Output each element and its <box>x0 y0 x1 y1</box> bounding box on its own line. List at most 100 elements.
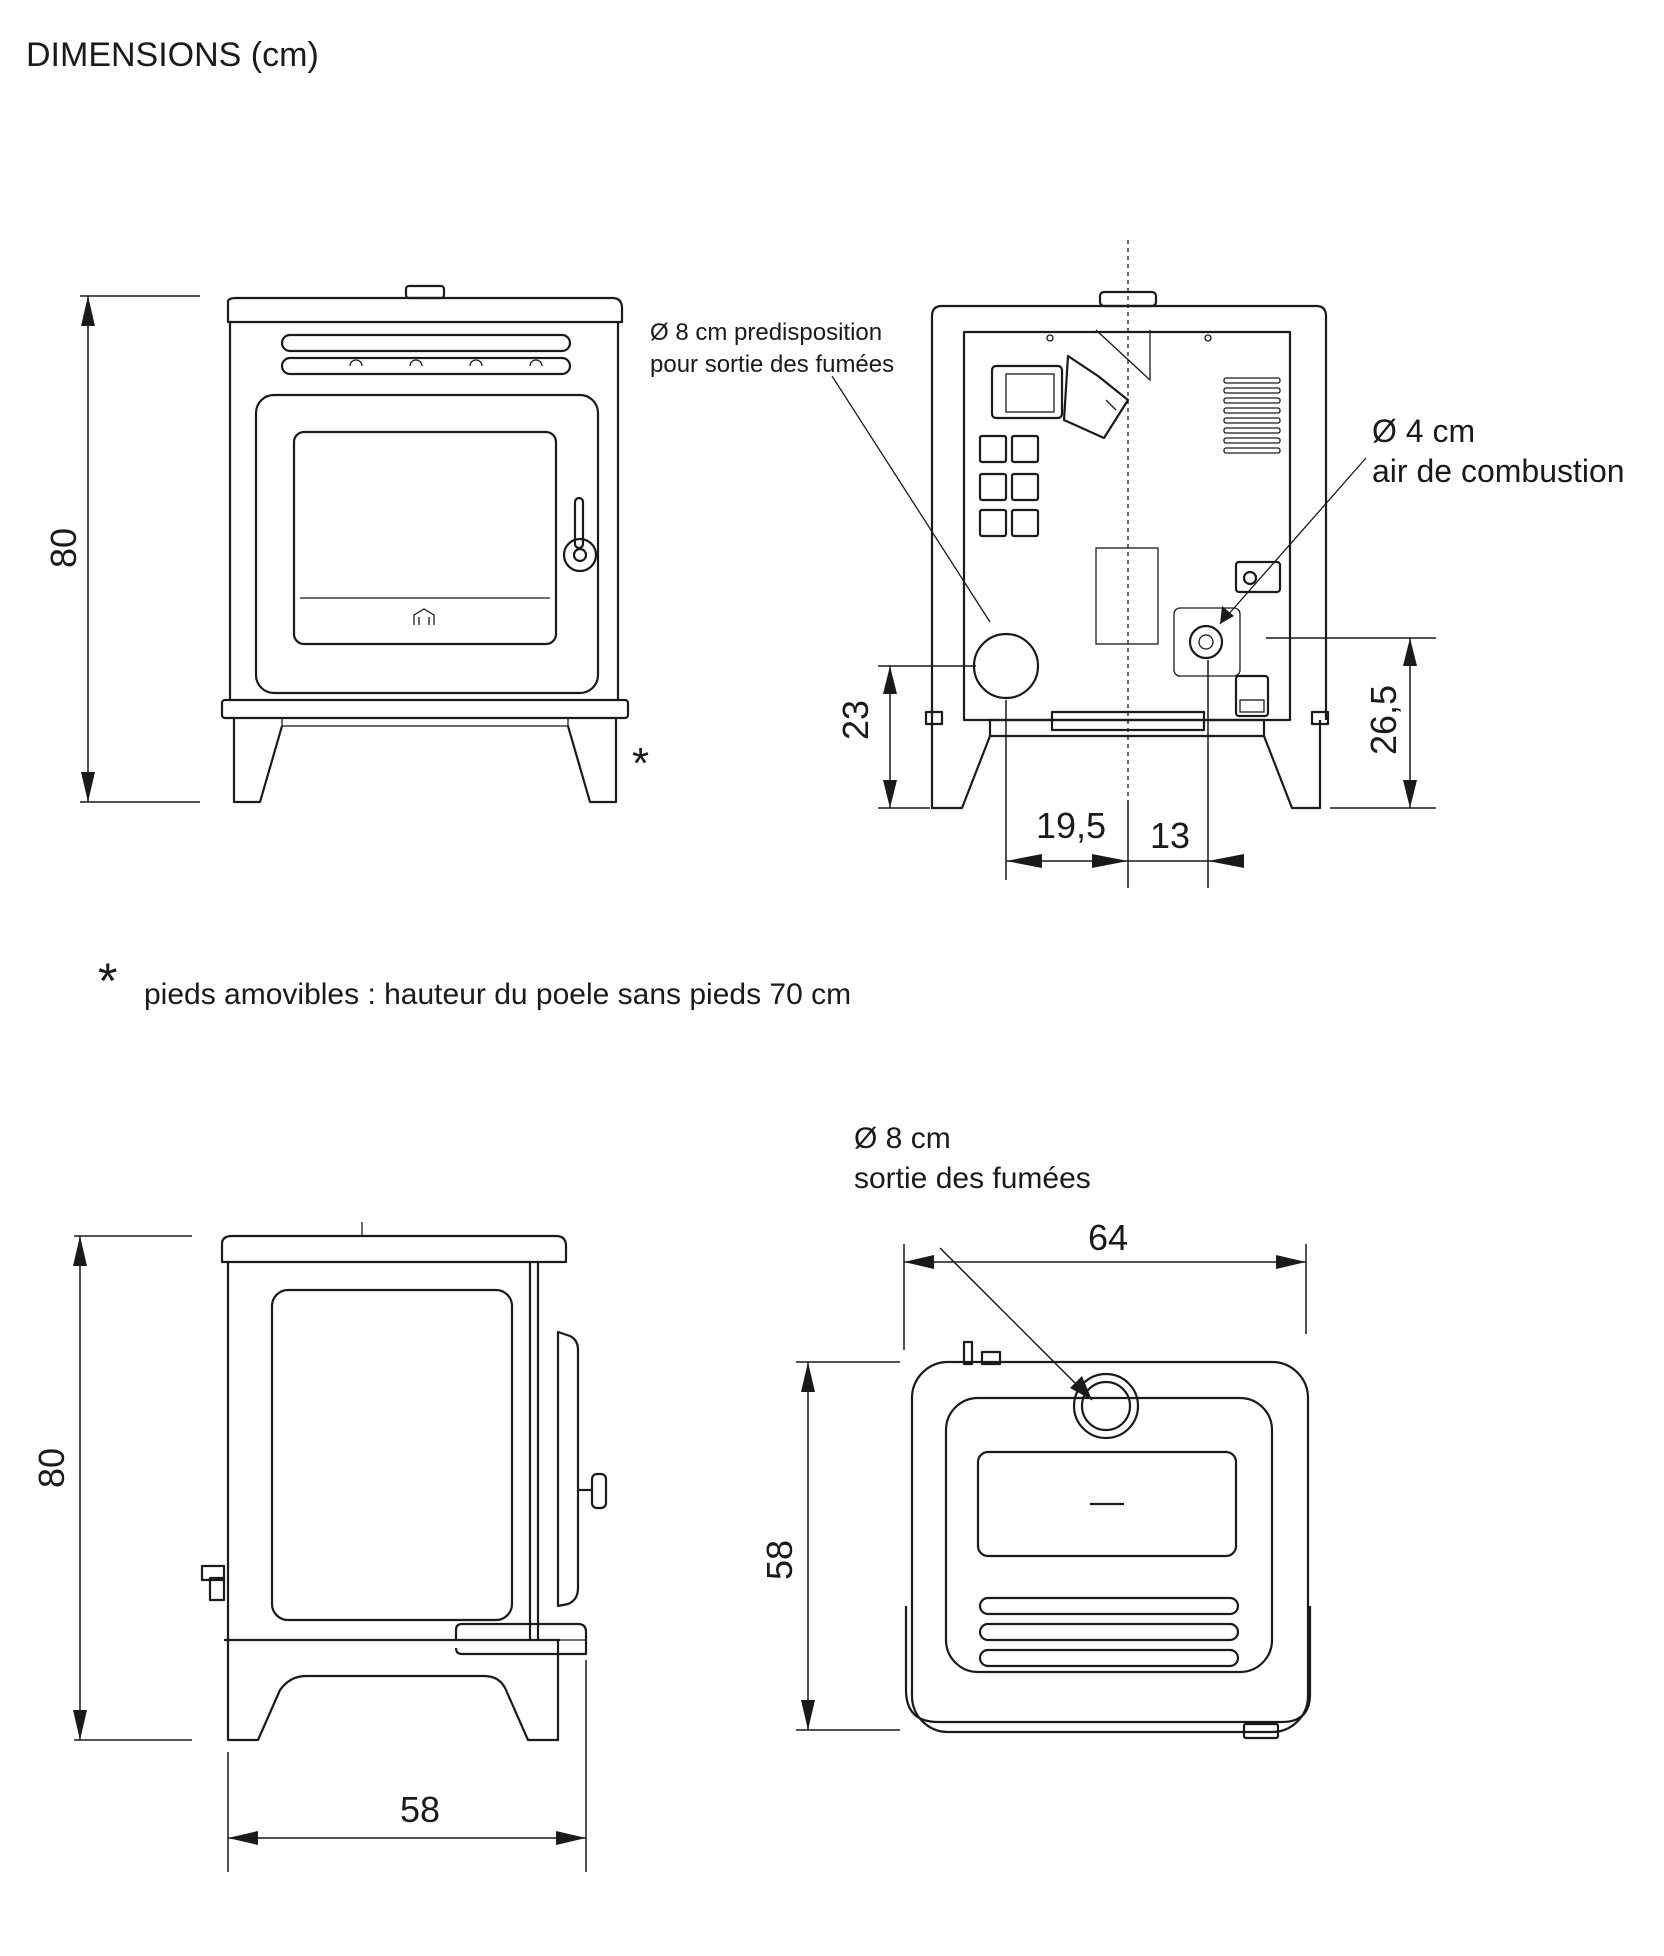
top-flue-collar-inner <box>1080 1380 1132 1432</box>
side-back-connector-2 <box>208 1576 226 1602</box>
front-door <box>254 393 600 695</box>
top-depth-arrow-top <box>801 1362 815 1392</box>
back-label-plate <box>1234 560 1282 594</box>
front-logo <box>413 608 435 625</box>
back-right-leg <box>1262 720 1322 810</box>
back-ash-tray <box>1050 710 1206 732</box>
side-dim-arrow-top <box>73 1236 87 1266</box>
back-flue-plate <box>990 364 1064 420</box>
back-flue-height-label: 23 <box>835 700 876 740</box>
top-depth-arrow-bottom <box>801 1700 815 1730</box>
side-legs <box>226 1640 560 1742</box>
back-air-height-label: 26,5 <box>1363 685 1404 755</box>
side-depth-arrow-left <box>228 1831 258 1845</box>
top-flue-leader-arrow <box>1070 1376 1092 1400</box>
back-base-plate <box>988 718 1266 738</box>
back-dim23-arrow-bottom <box>883 780 897 808</box>
back-flue-offset-label: 19,5 <box>1036 805 1106 846</box>
side-depth-arrow-right <box>556 1831 586 1845</box>
back-air-inlet <box>1188 624 1224 660</box>
front-vent-lower <box>280 356 572 376</box>
back-air-leader <box>1219 457 1367 625</box>
top-width-arrow-left <box>904 1255 934 1269</box>
back-bracket-detail <box>1095 329 1151 411</box>
top-back-connector <box>962 1340 974 1366</box>
back-power-plug-inner <box>1239 699 1265 713</box>
back-hook-right <box>1204 334 1212 342</box>
front-right-leg <box>566 718 618 804</box>
front-door-handle-ring <box>562 537 598 573</box>
back-air-inlet-frame <box>1173 607 1241 677</box>
side-height-label: 80 <box>31 1448 72 1488</box>
side-door-profile <box>556 1330 580 1608</box>
side-back-connector <box>200 1564 226 1582</box>
back-slot-grid <box>978 434 1040 538</box>
front-body <box>228 322 620 700</box>
front-base-plate <box>220 698 630 720</box>
top-back-connector-2 <box>980 1350 1002 1366</box>
side-body <box>226 1262 540 1640</box>
side-ash-lip <box>454 1622 588 1656</box>
back-air-inlet-inner <box>1198 634 1214 650</box>
back-top-plate <box>930 304 1328 332</box>
back-left-leg <box>930 720 992 810</box>
top-outer-shell <box>910 1360 1310 1734</box>
side-panel <box>270 1288 514 1622</box>
back-dim265-arrow-top <box>1403 638 1417 666</box>
back-view: Ø 8 cm predisposition pour sortie des fu… <box>650 240 1625 888</box>
top-view: Ø 8 cm sortie des fumées 64 58 <box>759 1122 1312 1740</box>
side-door-knob <box>590 1472 608 1510</box>
front-vent-upper <box>280 333 572 353</box>
side-view: 80 58 <box>31 1222 608 1872</box>
back-dim265-arrow-bottom <box>1403 780 1417 808</box>
back-offset-arrow-right <box>1208 854 1244 868</box>
front-ash-grille <box>281 717 569 727</box>
top-flue-note-line2: sortie des fumées <box>854 1162 1091 1195</box>
page-title: DIMENSIONS (cm) <box>26 36 319 74</box>
front-dim-arrow-top <box>81 296 95 326</box>
back-dim23-arrow-top <box>883 666 897 694</box>
top-vent-1 <box>978 1596 1240 1616</box>
back-air-offset-label: 13 <box>1150 815 1190 856</box>
top-vent-2 <box>978 1622 1240 1642</box>
front-height-label: 80 <box>43 528 84 568</box>
back-label-plate-dot <box>1242 570 1258 586</box>
back-air-leader-arrow <box>1220 606 1234 624</box>
front-dim-arrow-bottom <box>81 772 95 802</box>
back-flue-note-line2: pour sortie des fumées <box>650 351 894 378</box>
back-flue-opening <box>972 632 1040 700</box>
top-vent-3 <box>978 1648 1240 1668</box>
top-depth-label: 58 <box>759 1540 800 1580</box>
back-left-foot-tab <box>924 710 944 726</box>
back-flue-plate-inner <box>1005 373 1055 413</box>
top-width-label: 64 <box>1088 1217 1128 1258</box>
back-hook-left <box>1046 334 1054 342</box>
front-view: 80 * <box>43 284 649 804</box>
footnote-marker: * <box>98 953 117 1009</box>
back-flue-note-line1: Ø 8 cm predisposition <box>650 319 882 346</box>
back-angled-bracket <box>1062 354 1130 440</box>
back-air-note-line1: Ø 4 cm <box>1372 413 1475 449</box>
back-vent-slots <box>1223 377 1281 454</box>
side-top-plate <box>220 1234 568 1264</box>
front-vent-bumps <box>349 359 543 367</box>
back-flue-leader <box>831 375 991 623</box>
footnote-text: pieds amovibles : hauteur du poele sans … <box>144 978 851 1011</box>
back-offset-arrow-left <box>1006 854 1042 868</box>
top-lid <box>976 1450 1238 1558</box>
top-base-foot <box>1242 1722 1280 1740</box>
top-base-plate <box>904 1606 1312 1724</box>
top-flue-leader <box>939 1247 1093 1401</box>
back-air-note-line2: air de combustion <box>1372 453 1625 489</box>
top-inner-surface <box>944 1396 1274 1674</box>
front-door-glass <box>292 430 558 646</box>
front-top-knob <box>404 284 446 300</box>
front-feet-marker: * <box>632 739 649 788</box>
back-offset-arrow-mid <box>1092 854 1128 868</box>
front-top-plate <box>226 296 624 324</box>
front-left-leg <box>232 718 284 804</box>
top-flue-collar-outer <box>1072 1372 1140 1440</box>
side-depth-label: 58 <box>400 1789 440 1830</box>
top-width-arrow-right <box>1276 1255 1306 1269</box>
